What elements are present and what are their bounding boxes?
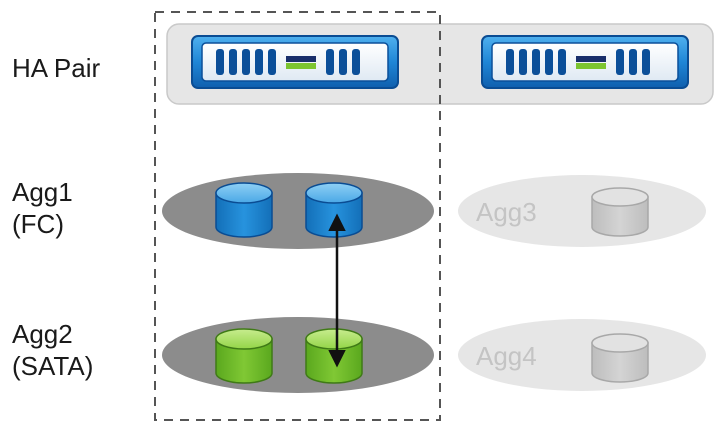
agg2-name-label: Agg2 — [12, 319, 73, 349]
storage-controller-icon — [191, 35, 399, 89]
disk-volume-icon — [591, 333, 649, 383]
disk-volume-icon — [215, 328, 273, 384]
agg3-label: Agg3 — [476, 197, 537, 227]
agg4-label: Agg4 — [476, 341, 537, 371]
aggregate-agg1-platter — [162, 173, 434, 249]
ha-pair-label: HA Pair — [12, 53, 101, 83]
agg2-type-label: (SATA) — [12, 351, 94, 381]
disk-volume-icon — [215, 182, 273, 238]
disk-volume-icon — [305, 182, 363, 238]
agg1-type-label: (FC) — [12, 209, 64, 239]
aggregate-agg2-platter — [162, 317, 434, 393]
storage-controller-icon — [481, 35, 689, 89]
node-boundary-dashed — [154, 11, 441, 421]
disk-volume-icon — [305, 328, 363, 384]
agg1-name-label: Agg1 — [12, 177, 73, 207]
disk-volume-icon — [591, 187, 649, 237]
